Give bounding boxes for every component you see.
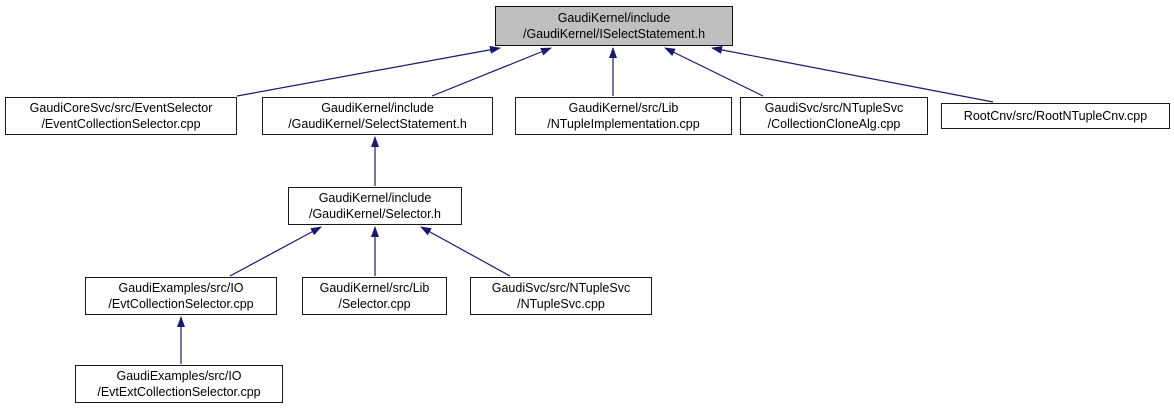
edge-rootntuplecnv-to-iselectstatement [711,45,994,103]
node-label: GaudiCoreSvc/src/EventSelector [29,101,213,115]
node-label: /GaudiKernel/ISelectStatement.h [522,27,706,41]
node-evtcollectionselector-cpp[interactable]: GaudiExamples/src/IO /EvtCollectionSelec… [85,277,277,315]
node-label: GaudiKernel/include [318,191,432,205]
edge-eventcollectionselector-to-iselectstatement [236,45,501,97]
node-ntupleimplementation-cpp[interactable]: GaudiKernel/src/Lib /NTupleImplementatio… [515,97,732,135]
node-eventcollectionselector-cpp[interactable]: GaudiCoreSvc/src/EventSelector /EventCol… [5,97,237,135]
node-collectionclonealg-cpp[interactable]: GaudiSvc/src/NTupleSvc /CollectionCloneA… [740,97,928,135]
node-label: /CollectionCloneAlg.cpp [767,117,901,131]
edge-evtcollectionselector-to-selector [229,226,322,277]
node-rootntuplecnv-cpp[interactable]: RootCnv/src/RootNTupleCnv.cpp [941,103,1170,129]
node-label: /EvtExtCollectionSelector.cpp [97,385,261,399]
node-iselectstatement-h: GaudiKernel/include /GaudiKernel/ISelect… [495,6,733,46]
node-label: /NTupleSvc.cpp [517,297,605,311]
edge-selectstatement-to-iselectstatement [431,47,552,97]
node-label: GaudiKernel/include [557,11,671,25]
node-label: GaudiKernel/src/Lib [568,101,679,115]
node-label: /EvtCollectionSelector.cpp [108,297,254,311]
node-label: /Selector.cpp [338,297,411,311]
node-label: /GaudiKernel/SelectStatement.h [288,117,467,131]
node-label: /NTupleImplementation.cpp [547,117,700,131]
edge-ntuplesvc-to-selector [420,226,511,277]
edge-collectionclonealg-to-iselectstatement [664,47,764,97]
node-label: GaudiKernel/src/Lib [319,281,430,295]
node-label: GaudiExamples/src/IO [116,369,242,383]
node-label: RootCnv/src/RootNTupleCnv.cpp [963,109,1148,123]
node-selector-cpp[interactable]: GaudiKernel/src/Lib /Selector.cpp [302,277,447,315]
node-selectstatement-h[interactable]: GaudiKernel/include /GaudiKernel/SelectS… [262,97,493,135]
node-label: /EventCollectionSelector.cpp [41,117,201,131]
node-selector-h[interactable]: GaudiKernel/include /GaudiKernel/Selecto… [288,187,462,225]
node-evtextcollectionselector-cpp[interactable]: GaudiExamples/src/IO /EvtExtCollectionSe… [75,365,283,403]
node-label: GaudiSvc/src/NTupleSvc [491,281,631,295]
node-ntuplesvc-cpp[interactable]: GaudiSvc/src/NTupleSvc /NTupleSvc.cpp [470,277,652,315]
node-label: GaudiExamples/src/IO [118,281,244,295]
node-label: /GaudiKernel/Selector.h [308,207,442,221]
node-label: GaudiSvc/src/NTupleSvc [764,101,904,115]
node-label: GaudiKernel/include [321,101,434,115]
